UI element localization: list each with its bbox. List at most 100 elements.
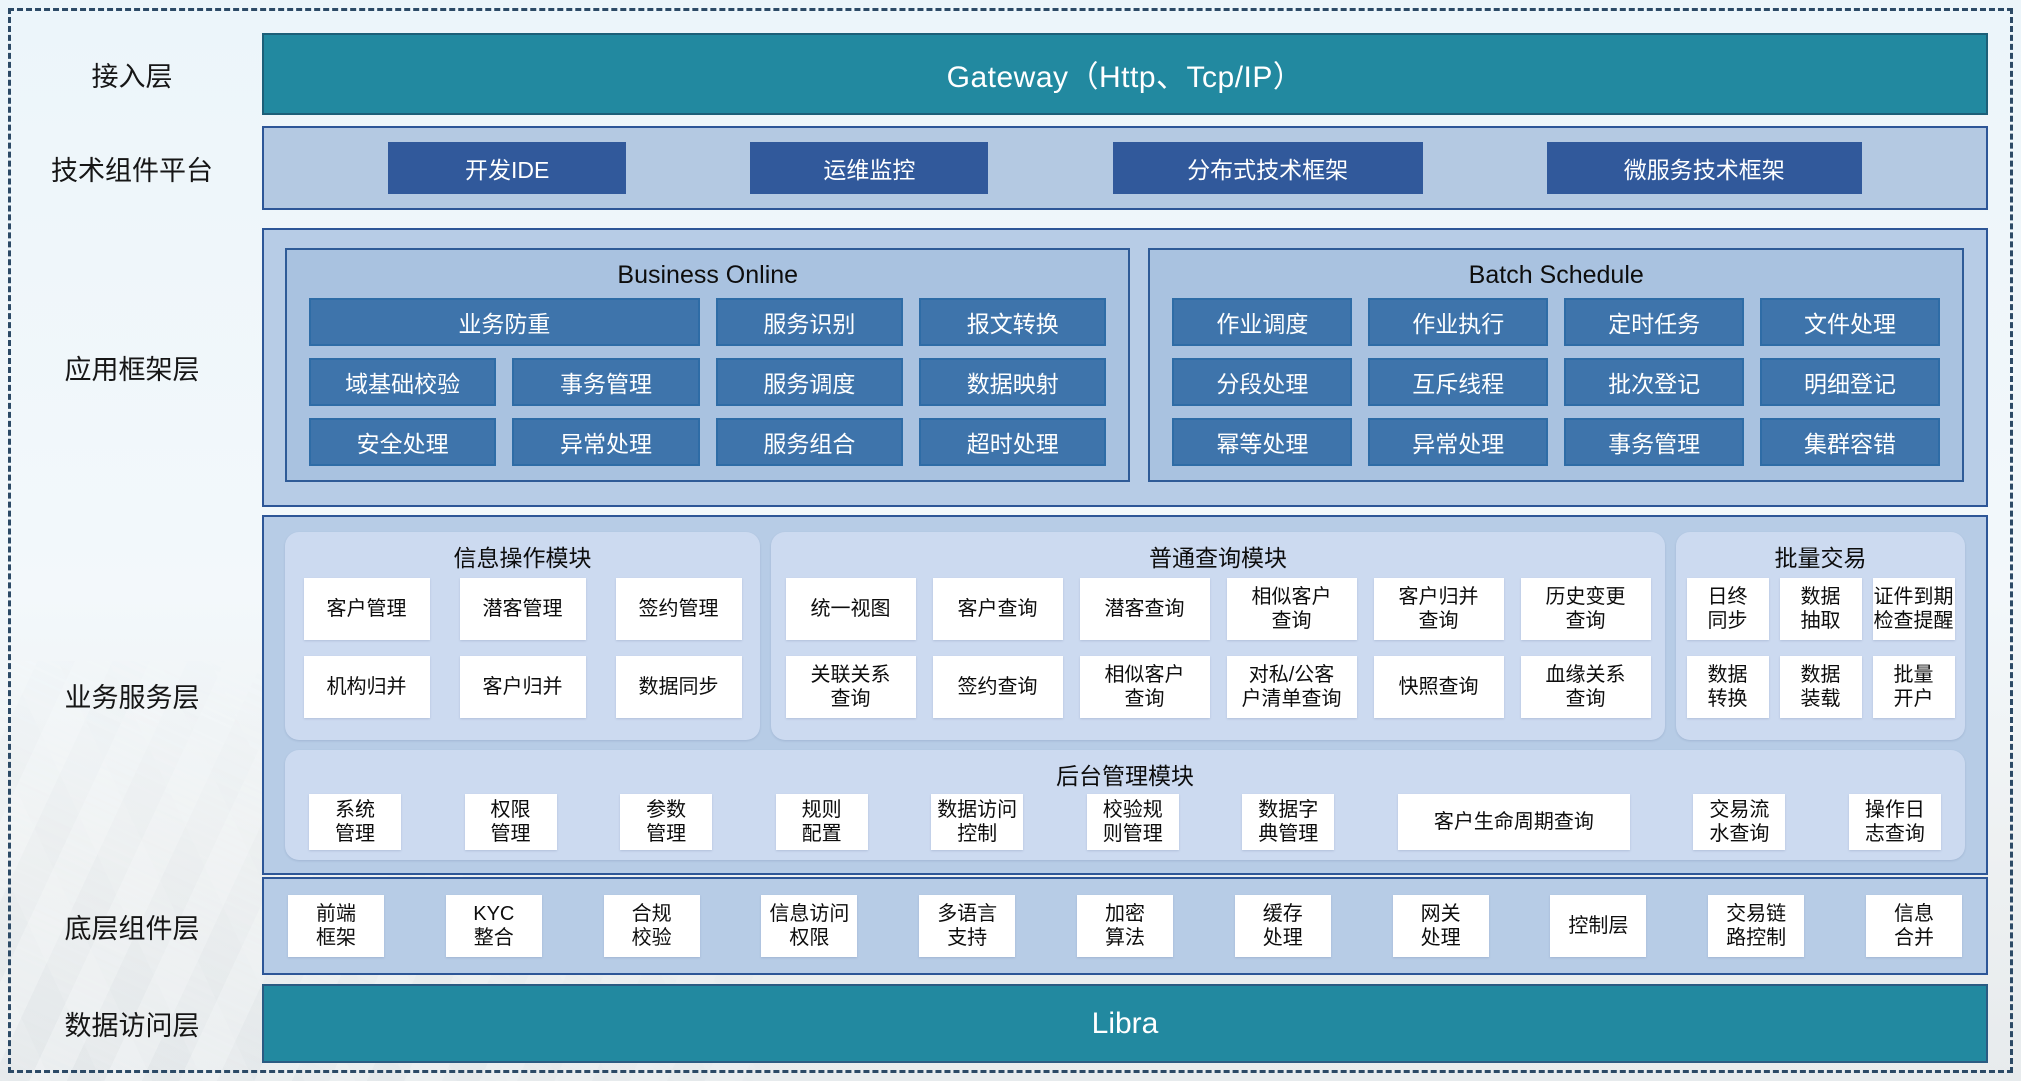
info-operation-title: 信息操作模块 <box>453 545 592 571</box>
layer-label-tech: 技术组件平台 <box>51 155 213 186</box>
batch-schedule-title: Batch Schedule <box>1468 261 1644 289</box>
business-online-title: Business Online <box>617 261 799 289</box>
business-service-top-row: 信息操作模块 客户管理潜客管理签约管理机构归并客户归并数据同步 普通查询模块 统… <box>285 532 1965 741</box>
service-box: 对私/公客 户清单查询 <box>1226 656 1357 718</box>
framework-capability-box: 作业调度 <box>1172 298 1353 346</box>
info-operation-module: 信息操作模块 客户管理潜客管理签约管理机构归并客户归并数据同步 <box>285 532 760 741</box>
service-box: 潜客管理 <box>459 578 586 640</box>
service-box: 血缘关系 查询 <box>1520 656 1651 718</box>
gateway-bar: Gateway（Http、Tcp/IP） <box>262 33 1988 115</box>
batch-schedule-panel: Batch Schedule 作业调度作业执行定时任务文件处理分段处理互斥线程批… <box>1148 248 1964 482</box>
base-component-box: KYC 整合 <box>445 895 542 957</box>
layer-label-access: 接入层 <box>91 61 173 92</box>
framework-capability-box: 事务管理 <box>512 358 700 406</box>
service-box: 潜客查询 <box>1079 578 1210 640</box>
service-box: 相似客户 查询 <box>1226 578 1357 640</box>
base-component-box: 加密 算法 <box>1076 895 1173 957</box>
base-component-box: 网关 处理 <box>1392 895 1489 957</box>
framework-capability-box: 批次登记 <box>1564 358 1745 406</box>
admin-service-box: 校验规 则管理 <box>1086 794 1179 851</box>
admin-service-box: 系统 管理 <box>309 794 401 851</box>
admin-module: 后台管理模块 系统 管理 权限 管理 参数 管理 规则 配置 数据访问 控制 校验规 则管… <box>285 750 1965 860</box>
service-box: 日终 同步 <box>1686 578 1769 640</box>
framework-capability-box: 超时处理 <box>919 418 1107 466</box>
base-component-box: 缓存 处理 <box>1234 895 1331 957</box>
service-box: 统一视图 <box>785 578 916 640</box>
framework-capability-box: 分段处理 <box>1172 358 1353 406</box>
framework-capability-box: 幂等处理 <box>1172 418 1353 466</box>
service-box: 数据 转换 <box>1686 656 1769 718</box>
app-framework-container: Business Online 业务防重服务识别报文转换域基础校验事务管理服务调… <box>262 228 1988 507</box>
libra-bar: Libra <box>262 984 1988 1063</box>
service-box: 客户归并 查询 <box>1373 578 1504 640</box>
service-box: 相似客户 查询 <box>1079 656 1210 718</box>
admin-service-box: 数据访问 控制 <box>931 794 1024 851</box>
framework-capability-box: 互斥线程 <box>1368 358 1549 406</box>
framework-capability-box: 作业执行 <box>1368 298 1549 346</box>
business-service-container: 信息操作模块 客户管理潜客管理签约管理机构归并客户归并数据同步 普通查询模块 统… <box>262 515 1988 875</box>
framework-capability-box: 异常处理 <box>1368 418 1549 466</box>
framework-capability-box: 定时任务 <box>1564 298 1745 346</box>
common-query-module: 普通查询模块 统一视图客户查询潜客查询相似客户 查询客户归并 查询历史变更 查询… <box>771 532 1665 741</box>
common-query-title: 普通查询模块 <box>1149 545 1287 571</box>
admin-service-box: 参数 管理 <box>620 794 713 851</box>
service-box: 数据同步 <box>615 656 742 718</box>
diagram-dashed-border <box>8 8 2013 1073</box>
service-box: 客户管理 <box>303 578 430 640</box>
framework-capability-box: 集群容错 <box>1760 418 1940 466</box>
admin-module-title: 后台管理模块 <box>1056 763 1194 790</box>
service-box: 数据 抽取 <box>1779 578 1862 640</box>
service-box: 批量 开户 <box>1872 656 1955 718</box>
admin-service-box: 规则 配置 <box>775 794 868 851</box>
batch-trade-module: 批量交易 日终 同步数据 抽取证件到期 检查提醒数据 转换数据 装载批量 开户 <box>1676 532 1965 741</box>
common-query-grid: 统一视图客户查询潜客查询相似客户 查询客户归并 查询历史变更 查询关联关系 查询… <box>785 578 1651 718</box>
admin-service-box: 操作日 志查询 <box>1848 794 1941 851</box>
service-box: 快照查询 <box>1373 656 1504 718</box>
tech-component-box: 运维监控 <box>750 142 989 194</box>
business-online-grid: 业务防重服务识别报文转换域基础校验事务管理服务调度数据映射安全处理异常处理服务组… <box>309 298 1107 466</box>
framework-capability-box: 安全处理 <box>309 418 497 466</box>
base-component-box: 合规 校验 <box>603 895 700 957</box>
framework-capability-box: 文件处理 <box>1760 298 1940 346</box>
framework-capability-box: 业务防重 <box>309 298 700 346</box>
framework-capability-box: 服务组合 <box>715 418 904 466</box>
tech-component-box: 开发IDE <box>388 142 627 194</box>
layer-label-appframe: 应用框架层 <box>64 355 200 385</box>
service-box: 客户查询 <box>932 578 1063 640</box>
service-box: 历史变更 查询 <box>1520 578 1651 640</box>
framework-capability-box: 服务识别 <box>715 298 904 346</box>
framework-capability-box: 异常处理 <box>512 418 700 466</box>
framework-capability-box: 事务管理 <box>1564 418 1745 466</box>
base-components-row: 前端 框架 KYC 整合合规 校验信息访问 权限多语言 支持加密 算法缓存 处理网… <box>262 877 1988 975</box>
admin-service-box: 数据字 典管理 <box>1242 794 1335 851</box>
service-box: 数据 装载 <box>1779 656 1862 718</box>
base-component-box: 信息 合并 <box>1865 895 1962 957</box>
framework-capability-box: 域基础校验 <box>309 358 497 406</box>
layer-label-dataaccess: 数据访问层 <box>64 1011 200 1041</box>
layer-label-basecomp: 底层组件层 <box>64 913 200 944</box>
tech-component-box: 微服务技术框架 <box>1546 142 1862 194</box>
service-box: 证件到期 检查提醒 <box>1872 578 1955 640</box>
framework-capability-box: 数据映射 <box>919 358 1107 406</box>
framework-capability-box: 报文转换 <box>919 298 1107 346</box>
layer-label-business: 业务服务层 <box>64 682 200 713</box>
service-box: 机构归并 <box>303 656 430 718</box>
base-component-box: 控制层 <box>1550 895 1647 957</box>
base-component-box: 前端 框架 <box>288 895 384 957</box>
business-online-panel: Business Online 业务防重服务识别报文转换域基础校验事务管理服务调… <box>285 248 1131 482</box>
base-component-box: 信息访问 权限 <box>761 895 858 957</box>
service-box: 客户归并 <box>459 656 586 718</box>
admin-service-box: 客户生命周期查询 <box>1397 794 1630 851</box>
admin-service-box: 权限 管理 <box>464 794 557 851</box>
service-box: 签约管理 <box>615 578 742 640</box>
tech-component-box: 分布式技术框架 <box>1112 142 1423 194</box>
service-box: 签约查询 <box>932 656 1063 718</box>
batch-schedule-grid: 作业调度作业执行定时任务文件处理分段处理互斥线程批次登记明细登记幂等处理异常处理… <box>1172 298 1940 466</box>
service-box: 关联关系 查询 <box>785 656 916 718</box>
base-component-box: 交易链 路控制 <box>1708 895 1805 957</box>
admin-service-box: 交易流 水查询 <box>1693 794 1786 851</box>
tech-platform-row: 开发IDE 运维监控 分布式技术框架 微服务技术框架 <box>262 126 1988 210</box>
info-operation-grid: 客户管理潜客管理签约管理机构归并客户归并数据同步 <box>303 578 742 718</box>
base-component-box: 多语言 支持 <box>919 895 1016 957</box>
batch-trade-grid: 日终 同步数据 抽取证件到期 检查提醒数据 转换数据 装载批量 开户 <box>1686 578 1955 718</box>
